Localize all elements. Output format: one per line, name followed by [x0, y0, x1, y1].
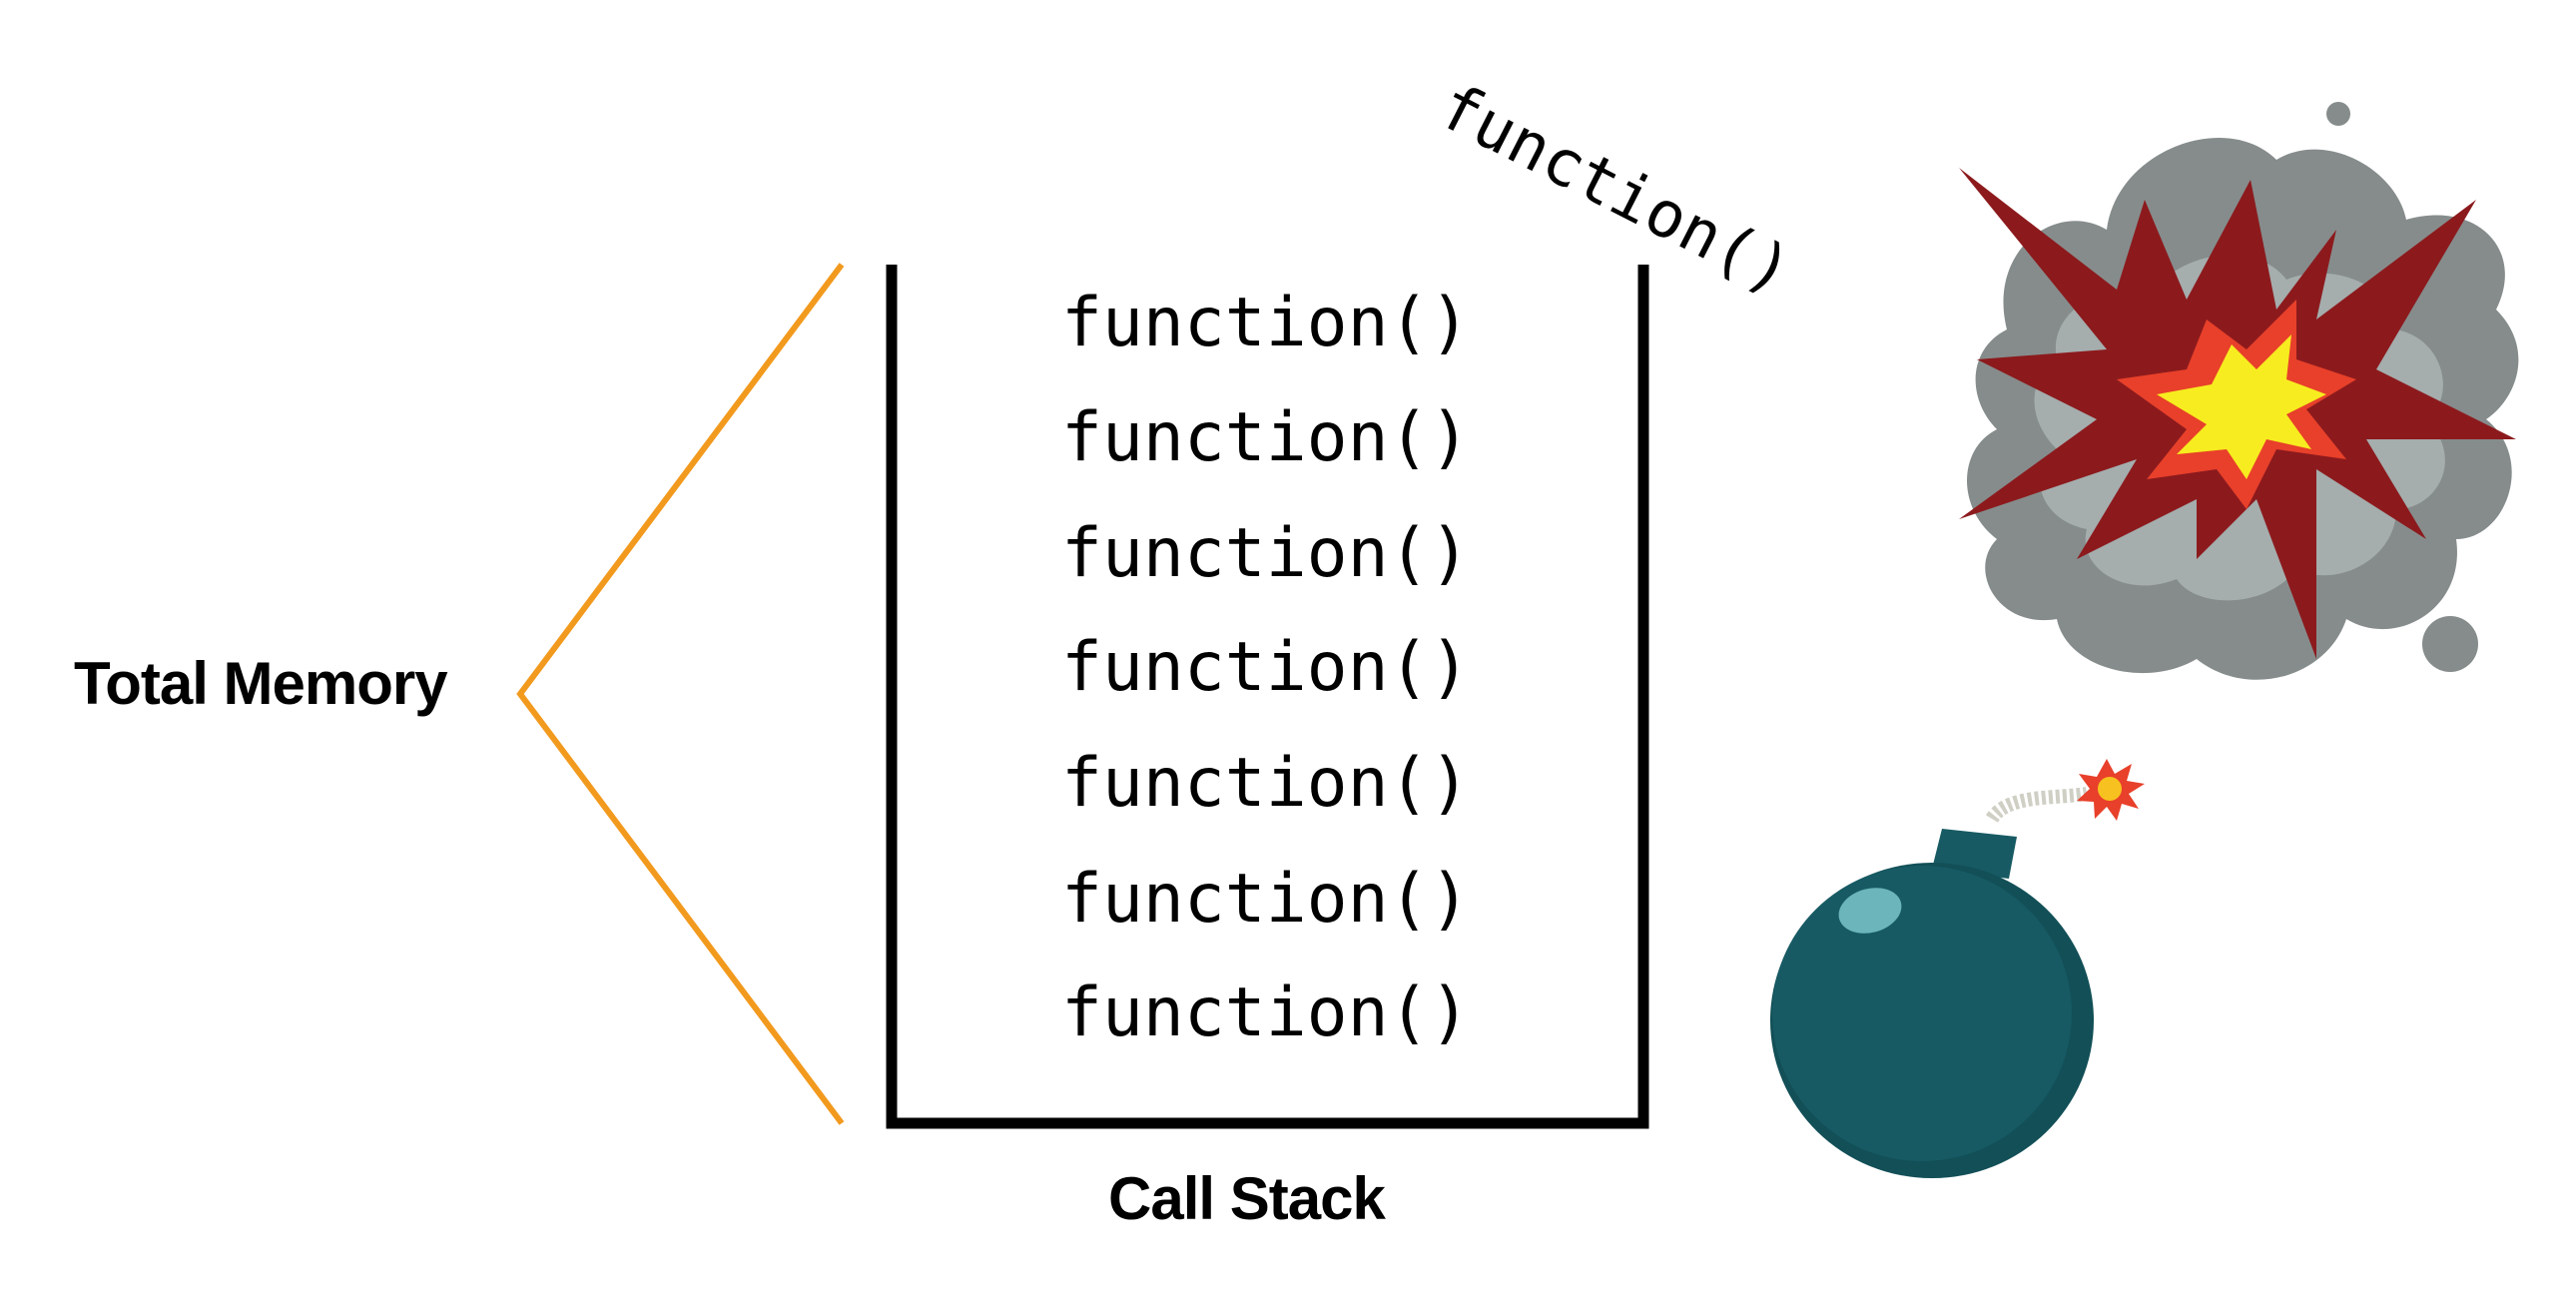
- bomb-icon: [1770, 759, 2145, 1178]
- stack-frame: function(): [1061, 514, 1471, 593]
- stack-frame: function(): [1061, 860, 1471, 939]
- total-memory-label: Total Memory: [74, 650, 448, 717]
- call-stack-container: [886, 265, 1649, 1129]
- stack-frame: function(): [1061, 628, 1471, 707]
- stack-frame: function(): [1061, 744, 1471, 823]
- call-stack-label: Call Stack: [1108, 1165, 1386, 1232]
- stack-frame: function(): [1061, 284, 1471, 362]
- stack-frame: function(): [1061, 398, 1471, 477]
- stack-frame: function(): [1061, 973, 1471, 1052]
- explosion-icon: [1959, 102, 2519, 680]
- memory-bracket: [516, 263, 845, 1125]
